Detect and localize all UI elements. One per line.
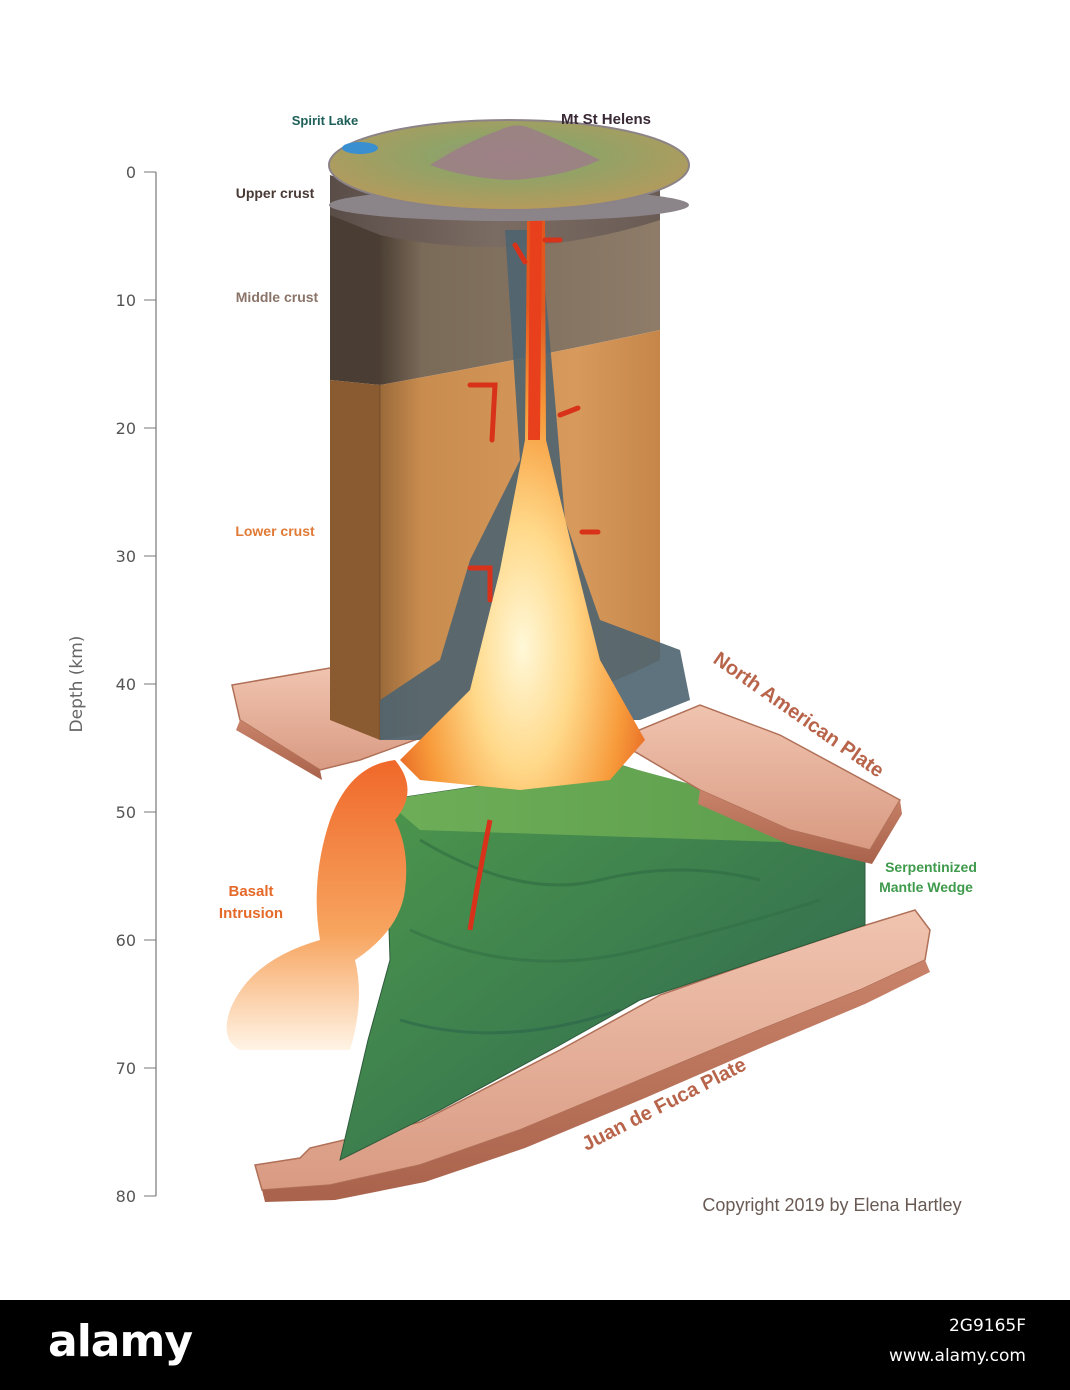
spirit-lake-icon <box>342 142 378 154</box>
spirit-lake-label: Spirit Lake <box>292 113 358 128</box>
middle-crust-layer <box>330 215 380 385</box>
image-code: 2G9165F <box>948 1316 1026 1336</box>
tick-label: 60 <box>116 931 136 950</box>
surface-disk <box>328 119 690 221</box>
alamy-url: www.alamy.com <box>888 1346 1026 1366</box>
lower-crust-layer <box>330 380 380 740</box>
serpentinized-label-line2: Mantle Wedge <box>879 879 973 895</box>
serpentinized-label-line1: Serpentinized <box>885 859 977 875</box>
cross-section-diagram: 0 10 20 30 40 50 60 70 80 Depth (km) <box>67 111 977 1215</box>
basalt-intrusion <box>226 760 408 1050</box>
copyright-text: Copyright 2019 by Elena Hartley <box>702 1195 961 1215</box>
basalt-label-line2: Intrusion <box>219 905 283 922</box>
crust-column <box>330 175 690 790</box>
mt-st-helens-label: Mt St Helens <box>561 111 651 128</box>
alamy-logo: alamy <box>48 1316 193 1367</box>
basalt-label-line1: Basalt <box>228 883 273 900</box>
juan-de-fuca-plate <box>254 909 931 1202</box>
depth-axis: 0 10 20 30 40 50 60 70 80 Depth (km) <box>67 163 157 1206</box>
tick-label: 10 <box>116 291 136 310</box>
tick-label: 40 <box>116 675 136 694</box>
watermark-bar: alamy 2G9165F www.alamy.com <box>0 1300 1070 1390</box>
upper-crust-label: Upper crust <box>236 185 315 201</box>
lower-crust-label: Lower crust <box>235 523 315 539</box>
tick-label: 70 <box>116 1059 136 1078</box>
tick-label: 30 <box>116 547 136 566</box>
axis-title: Depth (km) <box>67 636 87 733</box>
tick-label: 0 <box>126 163 136 182</box>
mt-st-helens-volcano-icon <box>430 125 600 180</box>
tick-label: 20 <box>116 419 136 438</box>
axis-ticks <box>144 171 156 1197</box>
tick-label: 80 <box>116 1187 136 1206</box>
tick-label: 50 <box>116 803 136 822</box>
middle-crust-label: Middle crust <box>236 289 319 305</box>
